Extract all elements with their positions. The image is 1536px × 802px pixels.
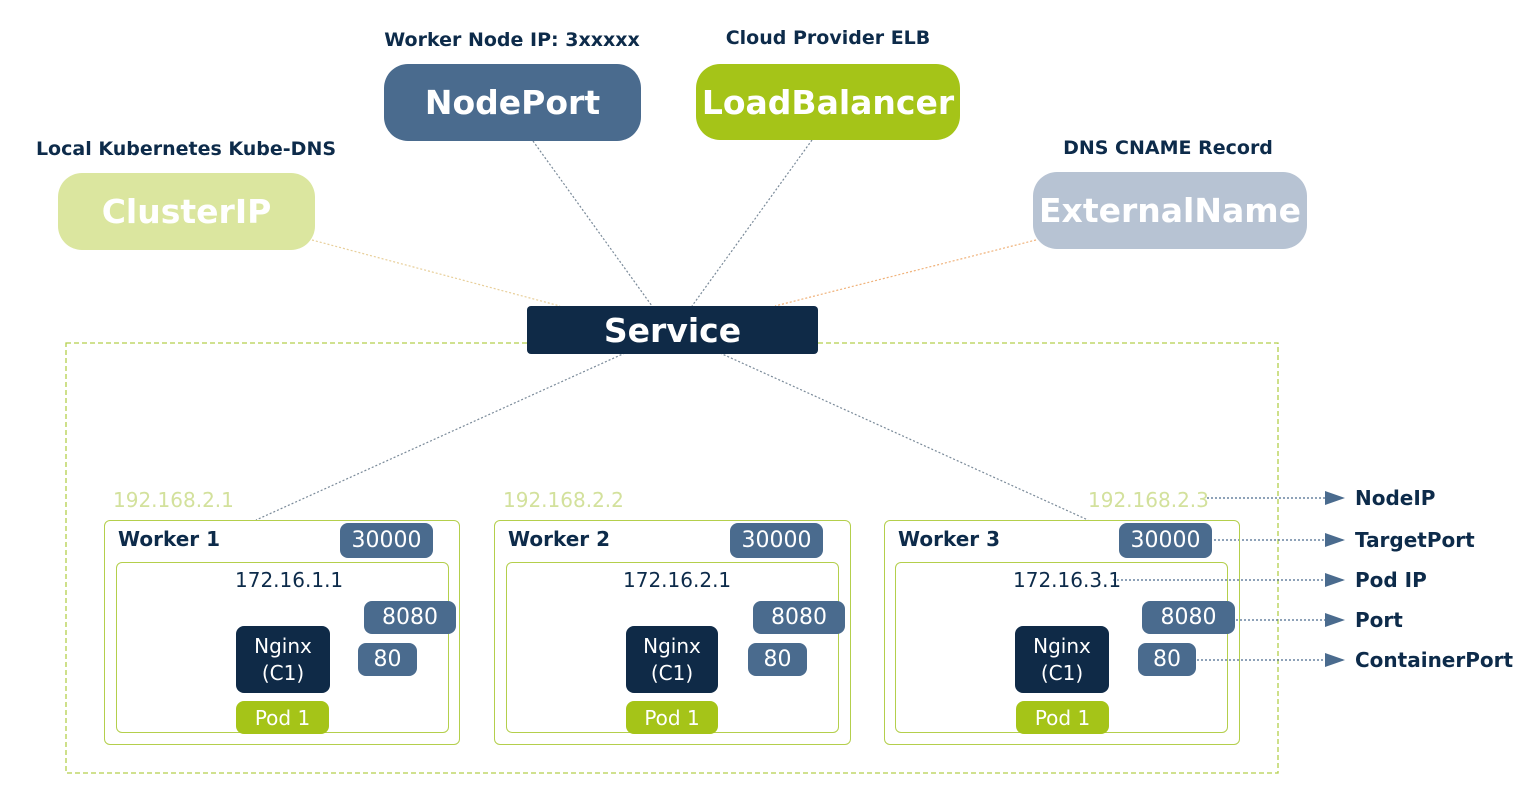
- worker-3-nginx-name: Nginx: [1033, 633, 1091, 658]
- worker-2-title: Worker 2: [508, 527, 611, 551]
- nodeport-caption: Worker Node IP: 3xxxxx: [384, 29, 640, 51]
- worker-1-port: 8080: [364, 601, 456, 634]
- worker-1-nginx-name: Nginx: [254, 633, 312, 658]
- connector-clusterip: [311, 239, 561, 307]
- cluster-boundary: [65, 342, 1279, 774]
- worker-3-box: [884, 520, 1240, 745]
- worker-1-pod: Pod 1: [236, 701, 329, 734]
- worker-3-nginx-id: (C1): [1040, 660, 1084, 685]
- worker-1-nginx-id: (C1): [261, 660, 305, 685]
- service-box: Service: [527, 306, 818, 354]
- worker-1-target-port: 30000: [340, 523, 433, 558]
- worker-2-box: [494, 520, 851, 745]
- worker-3-title: Worker 3: [898, 527, 1001, 551]
- worker-2-nginx-id: (C1): [650, 660, 694, 685]
- worker-2-nginx-container: Nginx (C1): [626, 626, 718, 693]
- worker-2-nginx-name: Nginx: [643, 633, 701, 658]
- connector-worker-3: [719, 352, 1089, 521]
- worker-1-box: [104, 520, 460, 745]
- legend-target-port: TargetPort: [1355, 528, 1475, 552]
- nodeport-pill: NodePort: [384, 64, 641, 141]
- worker-2-target-port: 30000: [730, 523, 823, 558]
- loadbalancer-caption: Cloud Provider ELB: [725, 27, 931, 49]
- worker-3-nginx-container: Nginx (C1): [1015, 626, 1109, 693]
- legend-container-port: ContainerPort: [1355, 648, 1514, 672]
- worker-1-node-ip: 192.168.2.1: [113, 488, 234, 512]
- clusterip-caption: Local Kubernetes Kube-DNS: [35, 138, 337, 160]
- connector-worker-1: [255, 352, 626, 521]
- connector-loadbalancer: [691, 139, 813, 307]
- worker-2-pod-ip: 172.16.2.1: [623, 568, 732, 592]
- worker-3-port: 8080: [1142, 601, 1235, 634]
- externalname-caption: DNS CNAME Record: [1063, 137, 1273, 159]
- worker-1-nginx-container: Nginx (C1): [236, 626, 330, 693]
- legend-port: Port: [1355, 608, 1403, 632]
- worker-2-pod: Pod 1: [626, 701, 718, 734]
- worker-3-node-ip: 192.168.2.3: [1088, 488, 1209, 512]
- externalname-pill: ExternalName: [1033, 172, 1307, 249]
- worker-2-node-ip: 192.168.2.2: [503, 488, 624, 512]
- worker-3-pod: Pod 1: [1016, 701, 1109, 734]
- worker-3-pod-ip: 172.16.3.1: [1013, 568, 1122, 592]
- worker-1-pod-ip: 172.16.1.1: [235, 568, 344, 592]
- worker-3-container-port: 80: [1138, 643, 1196, 676]
- connector-nodeport: [532, 140, 653, 307]
- worker-1-title: Worker 1: [118, 527, 221, 551]
- worker-2-container-port: 80: [748, 643, 807, 676]
- worker-3-target-port: 30000: [1119, 523, 1212, 558]
- worker-1-container-port: 80: [358, 643, 417, 676]
- worker-2-port: 8080: [753, 601, 845, 634]
- legend-node-ip: NodeIP: [1355, 486, 1436, 510]
- loadbalancer-pill: LoadBalancer: [696, 64, 960, 140]
- legend-pod-ip: Pod IP: [1355, 568, 1427, 592]
- connector-externalname: [774, 239, 1037, 307]
- clusterip-pill: ClusterIP: [58, 173, 315, 250]
